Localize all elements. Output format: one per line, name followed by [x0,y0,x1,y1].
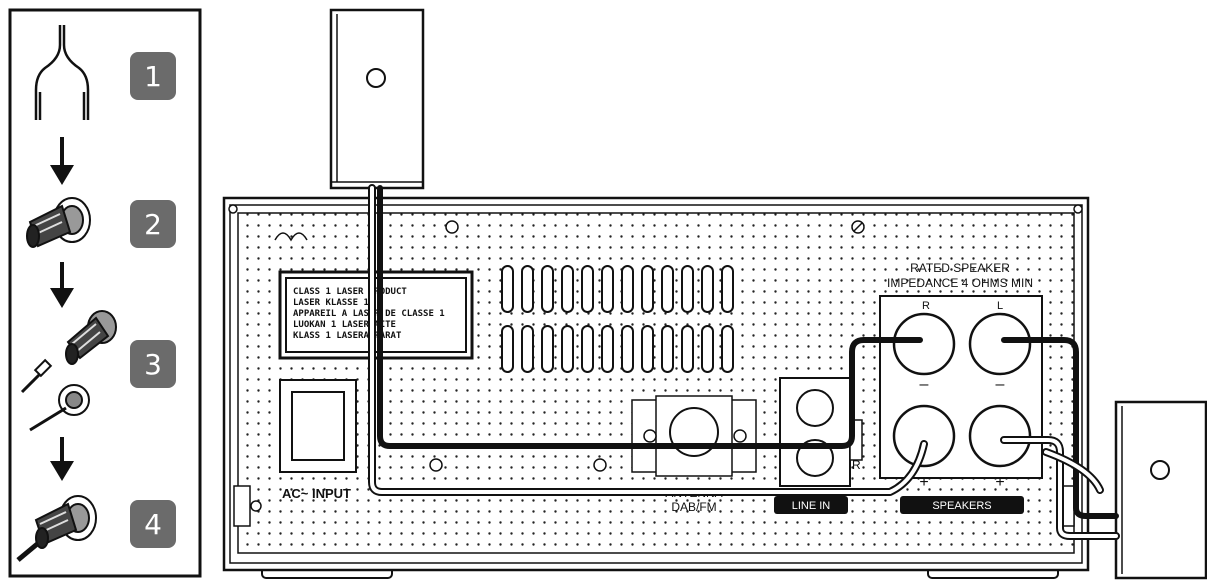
vent-slot [601,265,614,313]
laser-warning-line: LASER KLASSE 1 [293,298,369,308]
vent-slot [521,265,534,313]
vent-slot [581,325,594,373]
bare-wire-icon [34,25,90,120]
plus-label: + [919,474,928,491]
badge-shape [130,340,176,388]
step-badge-2: 2 [130,200,176,248]
speaker-box-icon [329,8,425,190]
vent-slot [721,265,734,313]
laser-warning-line: CLASS 1 LASER PRODUCT [293,287,407,297]
arrow-down-icon [50,137,74,185]
vent-slot [641,265,654,313]
vent-slot [681,265,694,313]
arrow-down-icon [50,262,74,308]
unit-back-panel: CLASS 1 LASER PRODUCT LASER KLASSE 1 APP… [222,196,1090,579]
rated-impedance-value: IMPEDANCE 4 OHMS MIN [887,276,1033,290]
vent-slot [661,265,674,313]
vent-slot [701,265,714,313]
vent-slot [661,325,674,373]
vent-slot [581,265,594,313]
vent-slot [561,325,574,373]
minus-label: – [996,376,1005,393]
speaker-cables [368,184,1120,540]
speaker-terminal-icon [26,197,91,248]
vent-slot [681,325,694,373]
speaker-top [329,8,425,190]
vent-slot [701,325,714,373]
step-number: 2 [144,208,162,241]
vent-slot [721,325,734,373]
vent-slot [521,325,534,373]
step-badge-4: 4 [130,500,176,548]
speakers-label: SPEAKERS [932,500,991,512]
speaker-box-icon [1114,400,1207,580]
vent-slot [561,265,574,313]
vent-slot [641,325,654,373]
steps-panel: 1 2 3 4 [8,8,202,578]
vent-grille [501,265,734,373]
vent-slot [501,265,514,313]
badge-shape [130,200,176,248]
ac-input-socket: AC~ INPUT [279,379,357,501]
step-badge-3: 3 [130,340,176,388]
line-in-pill [774,496,848,514]
step-number: 4 [144,508,162,541]
vent-slot [541,325,554,373]
steps-frame [8,8,202,578]
speaker-right [1114,400,1207,580]
speaker-terminal-block: RATED SPEAKER IMPEDANCE 4 OHMS MIN R L –… [879,261,1043,514]
badge-shape [130,500,176,548]
vent-slot [501,325,514,373]
terminal-right-label: R [922,300,930,312]
plus-label: + [995,474,1004,491]
laser-warning-line: KLASS 1 LASERAPPARAT [293,331,402,341]
line-in-label: LINE IN [792,500,831,512]
terminal-tightened-icon [16,495,97,562]
ac-input-label: AC~ INPUT [282,486,351,501]
terminal-left-label: L [997,300,1003,312]
line-in-right-label: R [852,458,861,472]
speakers-pill [900,496,1024,514]
vent-slot [621,325,634,373]
step-number: 3 [144,348,162,381]
antenna-band-label: DAB/FM [671,500,716,514]
rated-impedance-label: RATED SPEAKER [910,261,1010,275]
arrow-down-icon [50,437,74,481]
laser-warning-line: LUOKAN 1 LASERLAITE [293,320,396,330]
terminal-left-negative [968,312,1032,376]
terminal-right-negative [892,312,956,376]
wire-insertion-icon [20,310,117,432]
step-number: 1 [144,60,162,93]
vent-slot [541,265,554,313]
step-badge-1: 1 [130,52,176,100]
vent-slot [601,325,614,373]
terminal-right-positive [892,404,956,468]
vent-slot [621,265,634,313]
minus-label: – [920,376,929,393]
badge-shape [130,52,176,100]
